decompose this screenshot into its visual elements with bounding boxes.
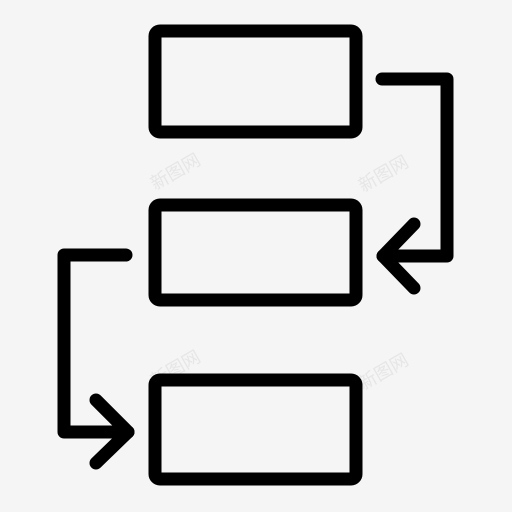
flow-box-middle: [148, 198, 363, 307]
flow-box-bottom: [148, 373, 363, 486]
connector-line-left: [57, 248, 135, 439]
connector-line-right: [375, 72, 454, 263]
arrowhead-left-icon: [376, 217, 421, 295]
arrowhead-right-icon: [89, 393, 135, 470]
flow-box-top: [148, 24, 363, 139]
